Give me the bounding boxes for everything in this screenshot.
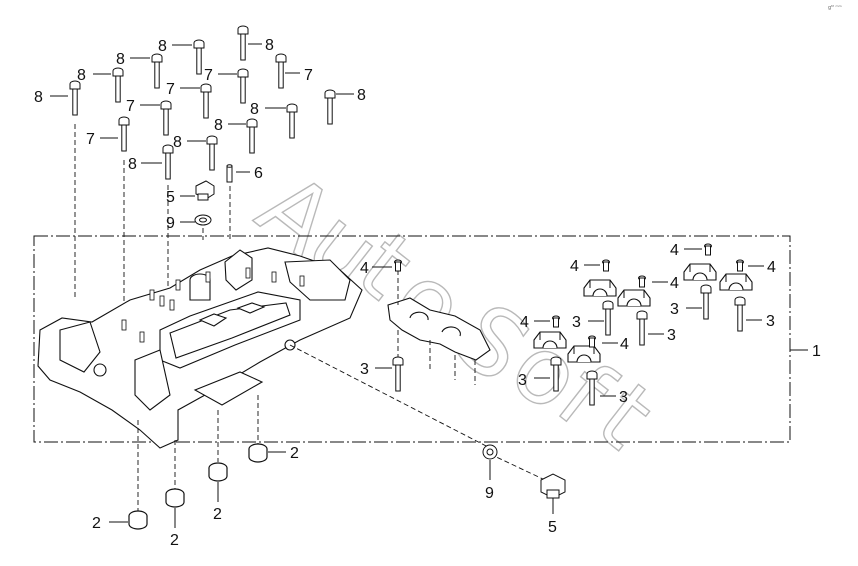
cylinder-head-bolts bbox=[69, 25, 336, 180]
callout-4: 4 bbox=[570, 258, 579, 275]
assembly-frame bbox=[33, 235, 791, 443]
callout-5: 5 bbox=[548, 519, 557, 536]
callout-8: 8 bbox=[158, 38, 167, 55]
callout-2: 2 bbox=[213, 506, 222, 523]
callout-8: 8 bbox=[214, 117, 223, 134]
drain-plug-side bbox=[540, 473, 566, 499]
callout-7: 7 bbox=[304, 67, 313, 84]
callout-8: 8 bbox=[173, 134, 182, 151]
filler-plug-top bbox=[195, 180, 215, 201]
callout-8: 8 bbox=[34, 89, 43, 106]
callout-5: 5 bbox=[166, 189, 175, 206]
leader-lines bbox=[50, 43, 764, 528]
callout-7: 7 bbox=[126, 98, 135, 115]
callout-3: 3 bbox=[766, 313, 775, 330]
camshaft-bearing-bridge bbox=[387, 297, 491, 361]
core-plugs bbox=[128, 443, 268, 530]
callout-3: 3 bbox=[619, 389, 628, 406]
callout-4: 4 bbox=[670, 275, 679, 292]
callout-7: 7 bbox=[166, 81, 175, 98]
head-studs bbox=[121, 267, 305, 343]
callout-3: 3 bbox=[667, 327, 676, 344]
callout-4: 4 bbox=[620, 336, 629, 353]
callout-8: 8 bbox=[250, 101, 259, 118]
callout-6: 6 bbox=[254, 165, 263, 182]
callout-9: 9 bbox=[485, 485, 494, 502]
callout-9: 9 bbox=[166, 215, 175, 232]
callout-8: 8 bbox=[128, 156, 137, 173]
callout-7: 7 bbox=[204, 67, 213, 84]
callout-3: 3 bbox=[572, 314, 581, 331]
callout-2: 2 bbox=[92, 515, 101, 532]
washer-side bbox=[482, 444, 498, 460]
callout-3: 3 bbox=[670, 301, 679, 318]
callout-8: 8 bbox=[116, 51, 125, 68]
callout-8: 8 bbox=[77, 67, 86, 84]
callout-8: 8 bbox=[265, 37, 274, 54]
callout-8: 8 bbox=[357, 87, 366, 104]
cylinder-head bbox=[37, 247, 363, 449]
callout-4: 4 bbox=[767, 259, 776, 276]
callout-3: 3 bbox=[518, 372, 527, 389]
callout-2: 2 bbox=[290, 445, 299, 462]
callout-4: 4 bbox=[520, 314, 529, 331]
callout-3: 3 bbox=[360, 361, 369, 378]
washer-top bbox=[194, 214, 212, 226]
callout-4: 4 bbox=[360, 260, 369, 277]
dowel-pin bbox=[226, 164, 233, 183]
callout-1: 1 bbox=[812, 343, 821, 360]
callout-labels: 8 8 8 8 8 8 8 8 8 8 7 7 7 7 7 6 5 9 4 4 … bbox=[34, 37, 821, 549]
callout-7: 7 bbox=[86, 131, 95, 148]
callout-4: 4 bbox=[670, 242, 679, 259]
corner-mark: gᴹ ᵐᵐ bbox=[828, 5, 842, 11]
callout-2: 2 bbox=[170, 532, 179, 549]
